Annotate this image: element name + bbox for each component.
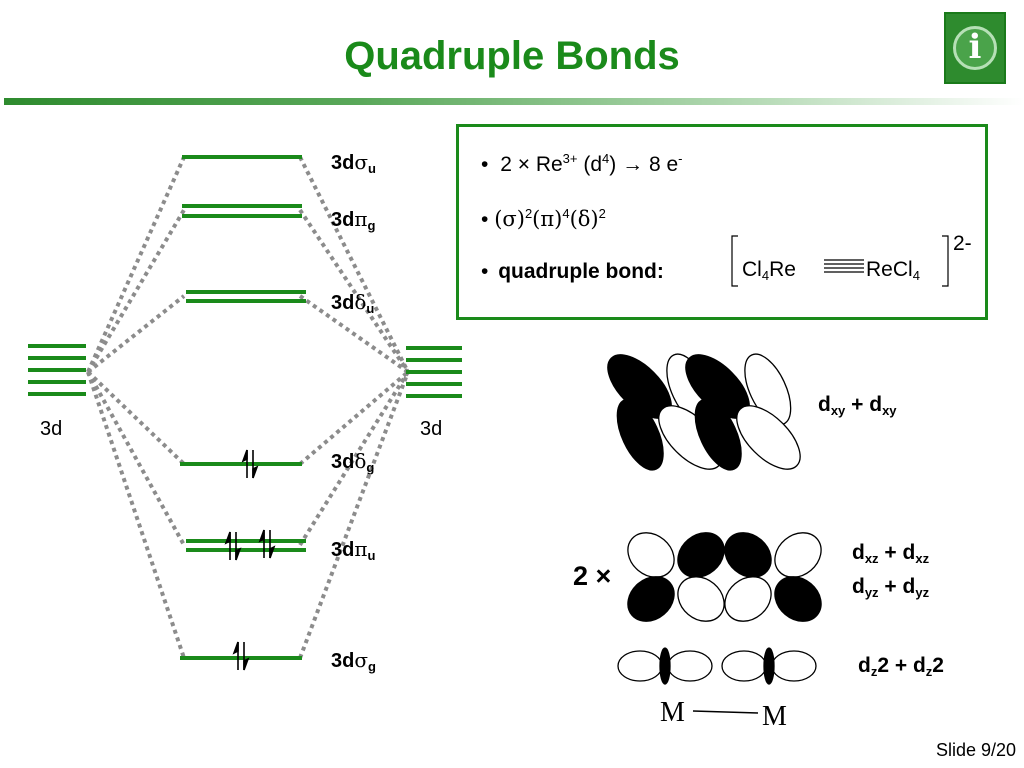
slide-title: Quadruple Bonds xyxy=(344,34,680,78)
bullet-configuration: • (σ)2(π)4(δ)2 xyxy=(481,206,606,231)
dz2-orbitals xyxy=(617,647,817,714)
rhenium-complex-formula: Cl4Re ReCl4 2- xyxy=(728,228,988,292)
bullet-quadruple-bond: • quadruple bond: xyxy=(481,260,664,283)
metal-left-label: M xyxy=(660,697,685,728)
slide-number: Slide 9/20 xyxy=(935,740,1016,760)
multiplier-label: 2 × xyxy=(573,561,612,591)
right-3d-label: 3d xyxy=(420,418,443,440)
left-3d-label: 3d xyxy=(40,418,63,440)
complex-charge: 2- xyxy=(953,232,972,255)
label-dyz-dyz: dyz + dyz xyxy=(852,575,930,600)
label-pi-g: 3dπg xyxy=(331,207,376,233)
complex-right-fragment: ReCl4 xyxy=(866,258,920,283)
quadruple-bond-lines xyxy=(824,259,864,273)
complex-brackets xyxy=(731,235,949,287)
label-dz2-dz2: dz2 + dz2 xyxy=(858,654,944,679)
correlation-lines xyxy=(86,156,410,659)
title-underline xyxy=(4,98,1024,105)
electron-pair-sigma-g xyxy=(232,641,250,671)
info-glyph: i xyxy=(953,26,997,70)
electron-pair-pi-u-1 xyxy=(224,531,242,561)
left-3d-stack xyxy=(28,344,86,396)
label-sigma-u: 3dσu xyxy=(331,150,376,176)
mo-levels xyxy=(180,155,306,660)
info-box: • 2 × Re3+ (d4) → 8 e- • (σ)2(π)4(δ)2 • … xyxy=(456,124,988,320)
electron-pair-delta-g xyxy=(241,449,259,479)
label-dxz-dxz: dxz + dxz xyxy=(852,541,930,566)
dxz-orbitals xyxy=(627,532,822,622)
complex-left-fragment: Cl4Re xyxy=(742,258,796,283)
info-icon[interactable]: i xyxy=(944,12,1006,84)
label-sigma-g: 3dσg xyxy=(331,648,376,674)
right-3d-stack xyxy=(406,346,462,398)
electron-pair-pi-u-2 xyxy=(258,529,276,559)
label-delta-u: 3dδu xyxy=(331,290,375,316)
label-pi-u: 3dπu xyxy=(331,537,376,563)
electron-pairs xyxy=(224,449,276,671)
metal-right-label: M xyxy=(762,701,787,732)
dxy-orbitals xyxy=(607,353,801,471)
bullet-electron-count: • 2 × Re3+ (d4) → 8 e- xyxy=(481,151,683,176)
label-delta-g: 3dδg xyxy=(331,449,375,475)
label-dxy-dxy: dxy + dxy xyxy=(818,393,897,418)
